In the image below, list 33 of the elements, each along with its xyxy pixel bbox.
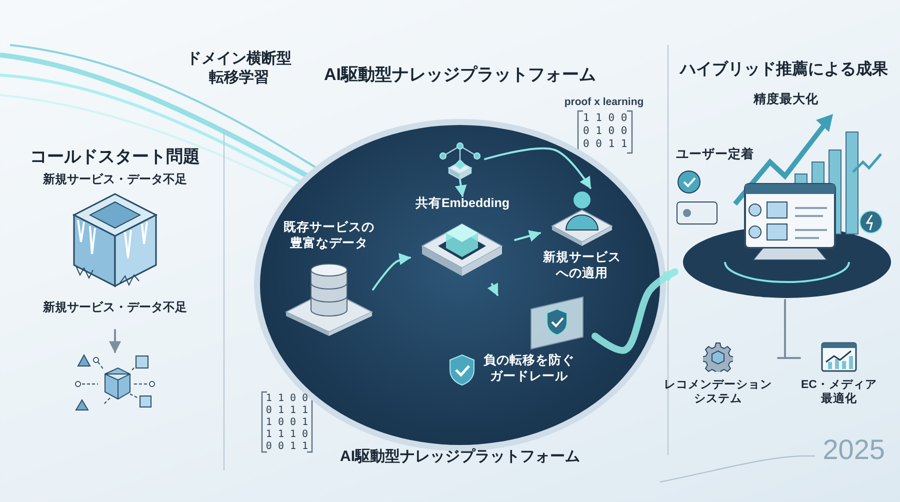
matrix-row: 1 1 0 0	[583, 112, 627, 126]
arrow	[514, 230, 542, 242]
heading-label: ドメイン横断型転移学習	[186, 50, 292, 88]
heading-label: コールドスタート問題	[29, 146, 201, 168]
matrix-row: 1 1 1 0	[265, 429, 309, 442]
node-label: 共有Embedding	[414, 196, 511, 212]
arrow	[454, 179, 467, 198]
heading-label: AI駆動型ナレッジプラットフォーム	[339, 448, 581, 467]
title: AI駆動型ナレッジプラットフォーム	[323, 64, 597, 86]
node-label: 新規サービス・データ不足	[42, 300, 188, 315]
connector-line	[784, 299, 801, 359]
arrow	[109, 329, 121, 354]
matrix-row: 1 0 0 1	[265, 417, 309, 430]
heading-label: ハイブリッド推薦による成果	[678, 60, 889, 80]
formula-caption: proof x learning	[563, 96, 645, 110]
arrow	[484, 147, 592, 190]
arrow	[487, 282, 498, 296]
matrix-row: 0 0 1 1	[265, 441, 309, 454]
callout-label: 精度最大化	[752, 92, 820, 108]
arrow	[592, 268, 678, 354]
node-label: 負の転移を防ぐガードレール	[482, 353, 576, 384]
node-label: EC・メディア最適化	[800, 378, 878, 407]
node-label: レコメンデーションシステム	[663, 378, 773, 407]
node-label: 既存サービスの豊富なデータ	[282, 220, 376, 252]
callout-label: ユーザー定着	[675, 147, 755, 163]
matrix-row: 1 1 0 0	[265, 393, 309, 406]
matrix-row: 0 1 0 0	[583, 125, 627, 138]
matrix-row: 0 1 1 1	[265, 405, 309, 418]
heading-label: 新規サービス・データ不足	[42, 172, 188, 187]
arrow	[372, 253, 412, 291]
matrix-row: 0 0 1 1	[583, 138, 627, 152]
year-label: 2025	[822, 433, 885, 467]
node-label: 新規サービスへの適用	[542, 250, 622, 282]
